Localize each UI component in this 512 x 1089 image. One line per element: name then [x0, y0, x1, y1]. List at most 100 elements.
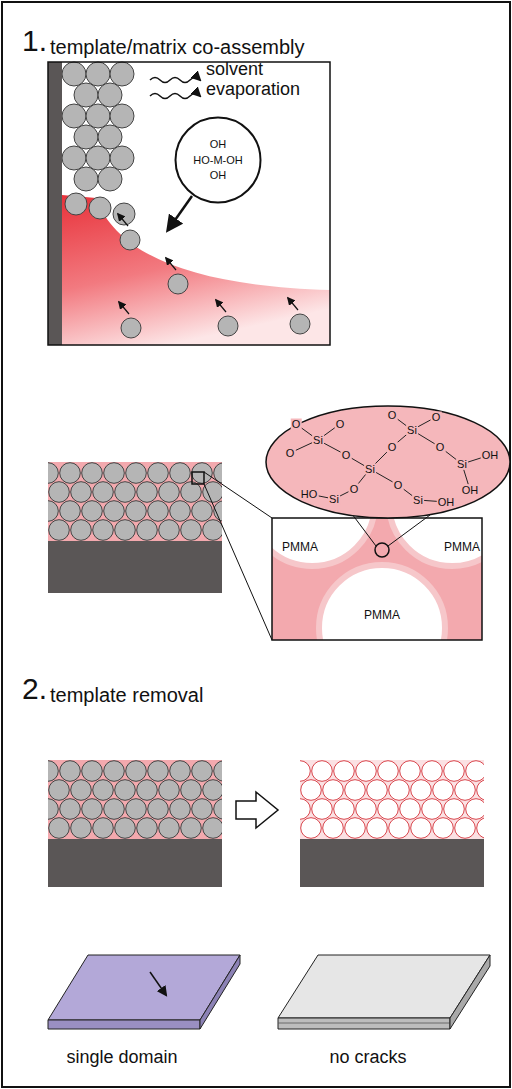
atom-label: O — [393, 480, 404, 491]
substrate-wall — [48, 62, 62, 345]
motion-arrow — [118, 214, 128, 226]
template-sphere — [98, 167, 122, 191]
sphere — [159, 482, 180, 503]
atom-label: Si — [312, 435, 324, 446]
circle-shape — [176, 118, 261, 203]
matrix-layer — [300, 760, 484, 839]
sphere — [378, 799, 399, 820]
sphere — [345, 818, 366, 839]
atom-label: O — [291, 419, 302, 430]
sphere — [137, 818, 158, 839]
silica-network-inset — [266, 406, 510, 518]
template-sphere — [74, 83, 98, 107]
result-label: no cracks — [329, 1048, 406, 1068]
pmma-sphere — [272, 518, 375, 566]
sphere — [126, 761, 147, 782]
atom-label: Si — [456, 459, 468, 470]
atom-label: Si — [328, 494, 340, 505]
sphere — [301, 818, 322, 839]
sphere — [49, 482, 70, 503]
sphere — [378, 761, 399, 782]
chemical-bond — [417, 420, 430, 427]
sphere — [477, 780, 484, 801]
sphere — [71, 482, 92, 503]
sphere — [71, 520, 92, 541]
sphere — [203, 780, 222, 801]
sphere-layer — [48, 761, 222, 839]
atom-label: O — [285, 448, 296, 459]
sphere — [82, 799, 103, 820]
sphere — [104, 501, 125, 522]
chemical-bond — [339, 492, 348, 497]
liquid — [62, 195, 330, 345]
sphere — [334, 761, 355, 782]
sphere-layer — [300, 761, 484, 839]
sphere — [433, 818, 454, 839]
sphere — [48, 501, 58, 522]
template-sphere — [98, 83, 122, 107]
sphere — [159, 780, 180, 801]
sphere — [82, 501, 103, 522]
chemical-bond — [351, 458, 365, 466]
sphere — [49, 520, 70, 541]
sphere — [181, 818, 202, 839]
formula-text: HO-M-OH — [193, 154, 243, 167]
template-sphere — [74, 125, 98, 149]
step-number: 1. — [22, 24, 47, 57]
atom-label: O — [387, 442, 398, 453]
sphere — [389, 780, 410, 801]
atom-label: O — [349, 484, 360, 495]
substrate — [300, 839, 484, 887]
sphere — [192, 799, 213, 820]
atom-label: HO — [300, 489, 319, 500]
sphere — [49, 780, 70, 801]
atom-label: O — [431, 412, 442, 423]
template-sphere — [98, 125, 122, 149]
template-sphere — [218, 316, 238, 336]
sphere — [104, 463, 125, 484]
sphere — [192, 463, 213, 484]
evaporation-arrow — [150, 78, 200, 83]
formula-text: OH — [210, 169, 227, 182]
sphere — [170, 463, 191, 484]
sphere — [104, 799, 125, 820]
chemical-bond — [295, 443, 312, 451]
sphere — [137, 780, 158, 801]
sphere — [137, 482, 158, 503]
sphere — [104, 761, 125, 782]
sphere — [93, 818, 114, 839]
sphere — [148, 761, 169, 782]
matrix-layer — [48, 462, 222, 541]
sphere — [389, 818, 410, 839]
sphere — [48, 761, 58, 782]
sphere — [345, 780, 366, 801]
sphere — [466, 799, 484, 820]
atom-label: O — [341, 450, 352, 461]
sphere — [115, 780, 136, 801]
precursor-circle: OH HO-M-OH OH — [174, 116, 262, 204]
region-label: PMMA — [282, 541, 318, 554]
sphere — [60, 761, 81, 782]
step-title: template removal — [50, 684, 203, 706]
template-sphere — [113, 203, 135, 225]
sphere — [477, 818, 484, 839]
sphere — [192, 501, 213, 522]
chemical-bond — [464, 470, 468, 485]
film-edge — [450, 955, 490, 1029]
formula-text: OH — [210, 138, 227, 151]
sphere — [82, 761, 103, 782]
sphere — [148, 463, 169, 484]
zoom-line — [204, 484, 272, 640]
sphere — [126, 463, 147, 484]
matrix-layer — [48, 760, 222, 839]
sphere — [170, 799, 191, 820]
motion-arrow — [216, 300, 226, 312]
step-number: 2. — [22, 672, 47, 705]
sphere — [400, 799, 421, 820]
sphere — [312, 761, 333, 782]
atom-label: O — [335, 419, 346, 430]
sphere — [323, 780, 344, 801]
film-edge — [278, 1018, 450, 1029]
atom-label: OH — [437, 497, 456, 508]
